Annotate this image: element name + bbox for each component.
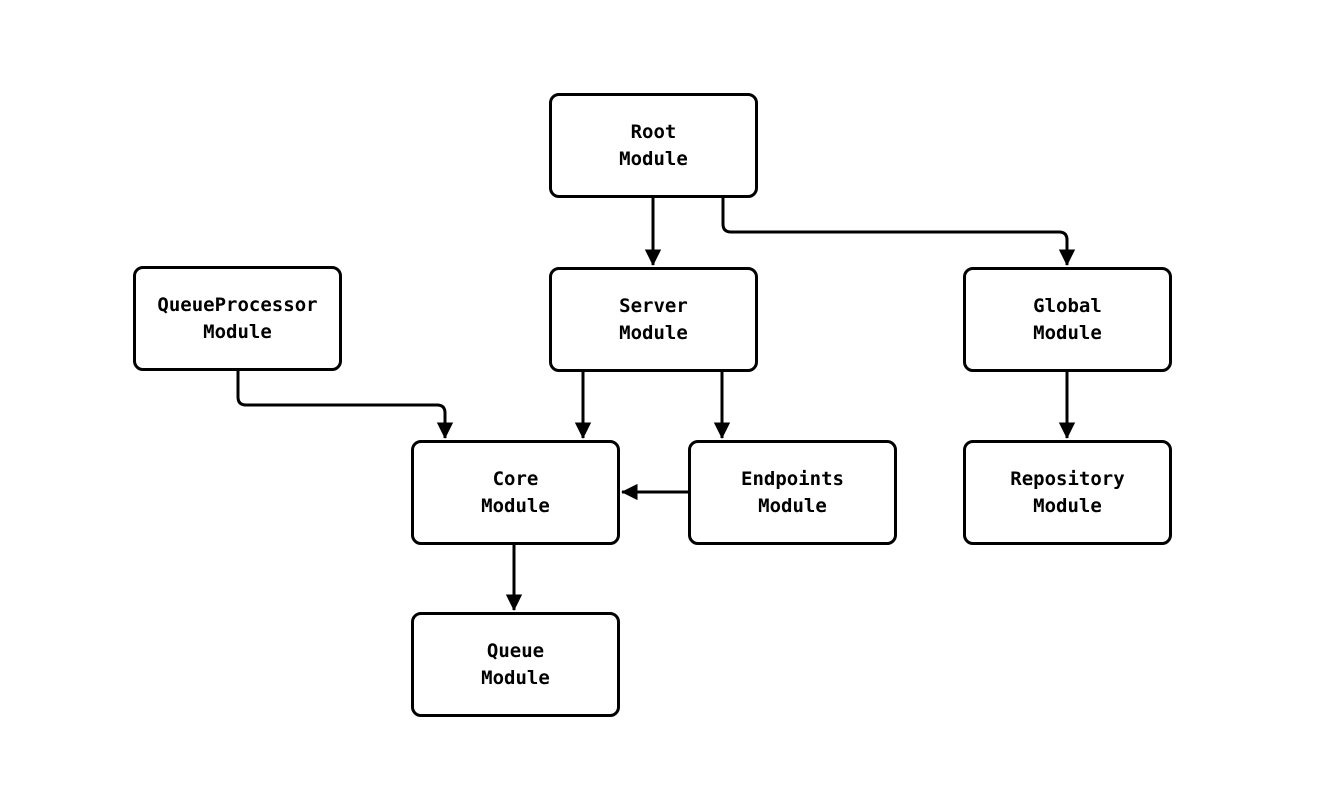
node-server-module: Server Module <box>549 267 758 372</box>
node-repository-module-label: Repository Module <box>1010 467 1125 517</box>
node-queue-module: Queue Module <box>411 612 620 717</box>
node-core-module-label: Core Module <box>481 467 550 517</box>
node-repository-module: Repository Module <box>963 440 1172 545</box>
node-queueprocessor-module: QueueProcessor Module <box>133 266 342 371</box>
edge-queueprocessor-to-core <box>236 371 454 439</box>
edge-root-to-global <box>721 198 1076 266</box>
node-queueprocessor-module-label: QueueProcessor Module <box>157 293 318 343</box>
node-root-module: Root Module <box>549 93 758 198</box>
node-global-module-label: Global Module <box>1033 294 1102 344</box>
node-endpoints-module-label: Endpoints Module <box>741 467 844 517</box>
node-global-module: Global Module <box>963 267 1172 372</box>
node-root-module-label: Root Module <box>619 120 688 170</box>
node-queue-module-label: Queue Module <box>481 639 550 689</box>
node-endpoints-module: Endpoints Module <box>688 440 897 545</box>
node-core-module: Core Module <box>411 440 620 545</box>
node-server-module-label: Server Module <box>619 294 688 344</box>
